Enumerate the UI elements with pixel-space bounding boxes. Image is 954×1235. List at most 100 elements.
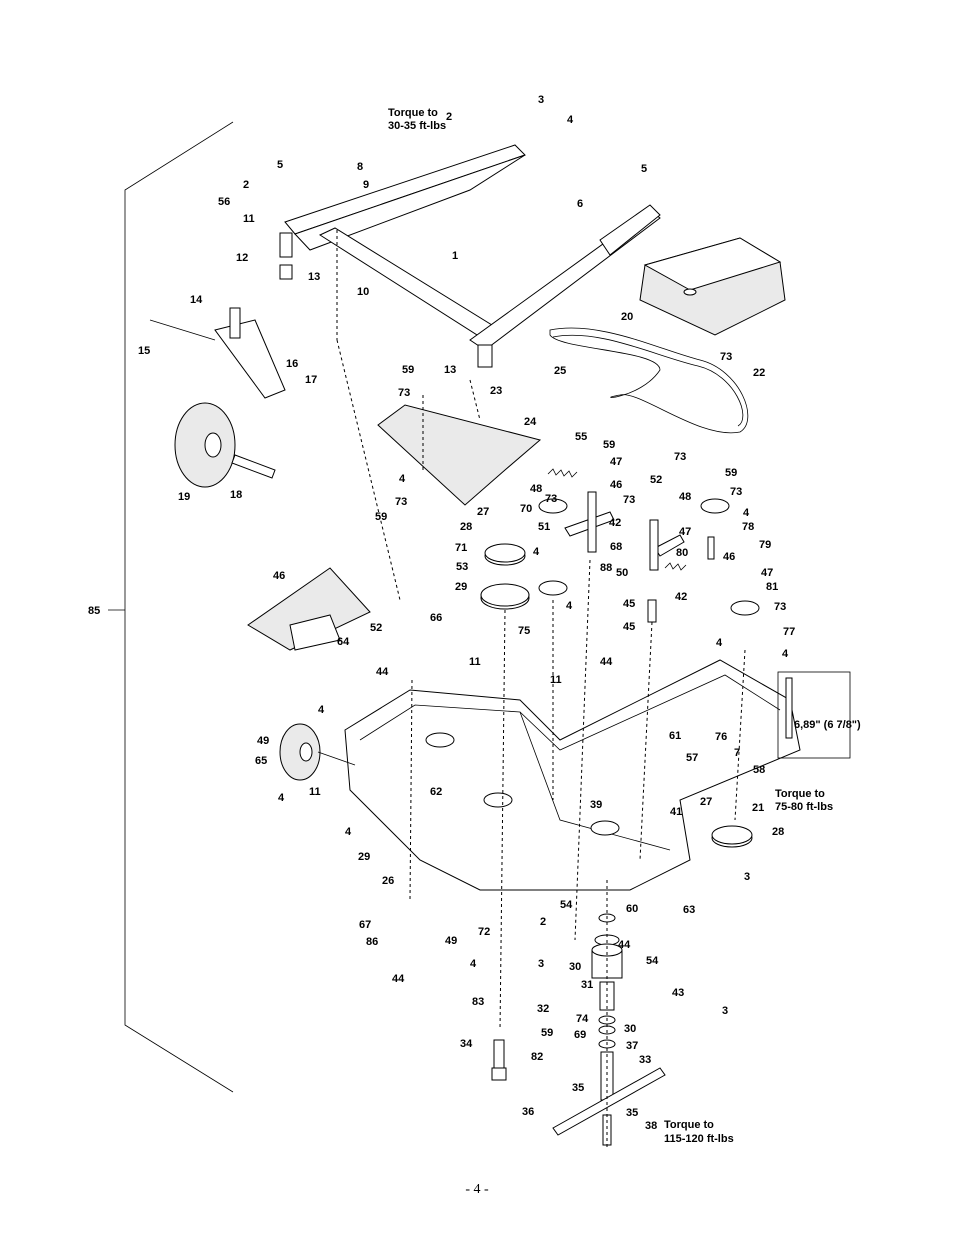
callout-53: 53 bbox=[456, 561, 468, 573]
callout-73: 73 bbox=[720, 351, 732, 363]
callout-4: 4 bbox=[470, 958, 477, 970]
callout-81: 81 bbox=[766, 581, 778, 593]
torque-note-blade-line2: 115-120 ft-lbs bbox=[664, 1133, 734, 1145]
callout-61: 61 bbox=[669, 730, 681, 742]
callout-48: 48 bbox=[679, 491, 691, 503]
callout-51: 51 bbox=[538, 521, 550, 533]
callout-49: 49 bbox=[445, 935, 457, 947]
callout-3: 3 bbox=[744, 871, 750, 883]
callout-47: 47 bbox=[761, 567, 773, 579]
callout-82: 82 bbox=[531, 1051, 543, 1063]
callout-69: 69 bbox=[574, 1029, 586, 1041]
callout-44: 44 bbox=[600, 656, 613, 668]
callout-33: 33 bbox=[639, 1054, 651, 1066]
callout-42: 42 bbox=[609, 517, 621, 529]
callout-17: 17 bbox=[305, 374, 317, 386]
callout-85: 85 bbox=[88, 605, 100, 617]
callout-14: 14 bbox=[190, 294, 203, 306]
callout-4: 4 bbox=[533, 546, 540, 558]
callout-4: 4 bbox=[278, 792, 285, 804]
callout-4: 4 bbox=[318, 704, 325, 716]
callout-4: 4 bbox=[345, 826, 352, 838]
callout-59: 59 bbox=[725, 467, 737, 479]
discharge-deflector bbox=[247, 567, 371, 651]
callout-73: 73 bbox=[730, 486, 742, 498]
callout-44: 44 bbox=[376, 666, 389, 678]
torque-note-top-line1: Torque to bbox=[388, 107, 438, 119]
callout-50: 50 bbox=[616, 567, 628, 579]
callout-37: 37 bbox=[626, 1040, 638, 1052]
callout-13: 13 bbox=[444, 364, 456, 376]
callout-58: 58 bbox=[753, 764, 765, 776]
drive-belt bbox=[549, 327, 749, 434]
gauge-wheel bbox=[279, 723, 356, 781]
callout-52: 52 bbox=[370, 622, 382, 634]
callout-23: 23 bbox=[490, 385, 502, 397]
callout-57: 57 bbox=[686, 752, 698, 764]
callout-73: 73 bbox=[395, 496, 407, 508]
callout-65: 65 bbox=[255, 755, 267, 767]
callout-67: 67 bbox=[359, 919, 371, 931]
callout-31: 31 bbox=[581, 979, 593, 991]
callout-71: 71 bbox=[455, 542, 467, 554]
callout-32: 32 bbox=[537, 1003, 549, 1015]
callout-4: 4 bbox=[399, 473, 406, 485]
callout-66: 66 bbox=[430, 612, 442, 624]
callout-27: 27 bbox=[700, 796, 712, 808]
callout-30: 30 bbox=[569, 961, 581, 973]
callout-52: 52 bbox=[650, 474, 662, 486]
callout-11: 11 bbox=[309, 786, 321, 798]
gauge-inset bbox=[777, 671, 851, 759]
callout-74: 74 bbox=[576, 1013, 589, 1025]
callout-27: 27 bbox=[477, 506, 489, 518]
callout-3: 3 bbox=[722, 1005, 728, 1017]
callout-79: 79 bbox=[759, 539, 771, 551]
callout-4: 4 bbox=[567, 114, 574, 126]
callout-88: 88 bbox=[600, 562, 612, 574]
callout-43: 43 bbox=[672, 987, 684, 999]
callout-54: 54 bbox=[560, 899, 573, 911]
callout-24: 24 bbox=[524, 416, 537, 428]
callout-55: 55 bbox=[575, 431, 587, 443]
callout-26: 26 bbox=[382, 875, 394, 887]
callout-46: 46 bbox=[610, 479, 622, 491]
callout-59: 59 bbox=[402, 364, 414, 376]
assembly-lines bbox=[336, 230, 746, 1150]
torque-note-top-line2: 30-35 ft-lbs bbox=[388, 120, 446, 132]
assembly-bracket bbox=[108, 121, 234, 1093]
callout-11: 11 bbox=[243, 213, 255, 225]
callout-4: 4 bbox=[566, 600, 573, 612]
callout-76: 76 bbox=[715, 731, 727, 743]
callout-73: 73 bbox=[674, 451, 686, 463]
callout-59: 59 bbox=[541, 1027, 553, 1039]
callout-63: 63 bbox=[683, 904, 695, 916]
callout-2: 2 bbox=[540, 916, 546, 928]
callout-28: 28 bbox=[460, 521, 472, 533]
callout-35: 35 bbox=[572, 1082, 584, 1094]
callout-28: 28 bbox=[772, 826, 784, 838]
callout-16: 16 bbox=[286, 358, 298, 370]
callout-1: 1 bbox=[452, 250, 458, 262]
callout-34: 34 bbox=[460, 1038, 473, 1050]
callout-62: 62 bbox=[430, 786, 442, 798]
callout-2: 2 bbox=[446, 111, 452, 123]
callout-72: 72 bbox=[478, 926, 490, 938]
callout-25: 25 bbox=[554, 365, 566, 377]
callout-45: 45 bbox=[623, 598, 635, 610]
callout-75: 75 bbox=[518, 625, 530, 637]
callout-47: 47 bbox=[610, 456, 622, 468]
callout-59: 59 bbox=[375, 511, 387, 523]
callout-38: 38 bbox=[645, 1120, 657, 1132]
callout-36: 36 bbox=[522, 1106, 534, 1118]
callout-20: 20 bbox=[621, 311, 633, 323]
callout-3: 3 bbox=[538, 958, 544, 970]
callout-11: 11 bbox=[550, 674, 562, 686]
torque-note-spindle-line1: Torque to bbox=[775, 788, 825, 800]
callout-45: 45 bbox=[623, 621, 635, 633]
callout-30: 30 bbox=[624, 1023, 636, 1035]
callout-80: 80 bbox=[676, 547, 688, 559]
callout-73: 73 bbox=[774, 601, 786, 613]
callout-4: 4 bbox=[743, 507, 750, 519]
callout-39: 39 bbox=[590, 799, 602, 811]
callout-60: 60 bbox=[626, 903, 638, 915]
